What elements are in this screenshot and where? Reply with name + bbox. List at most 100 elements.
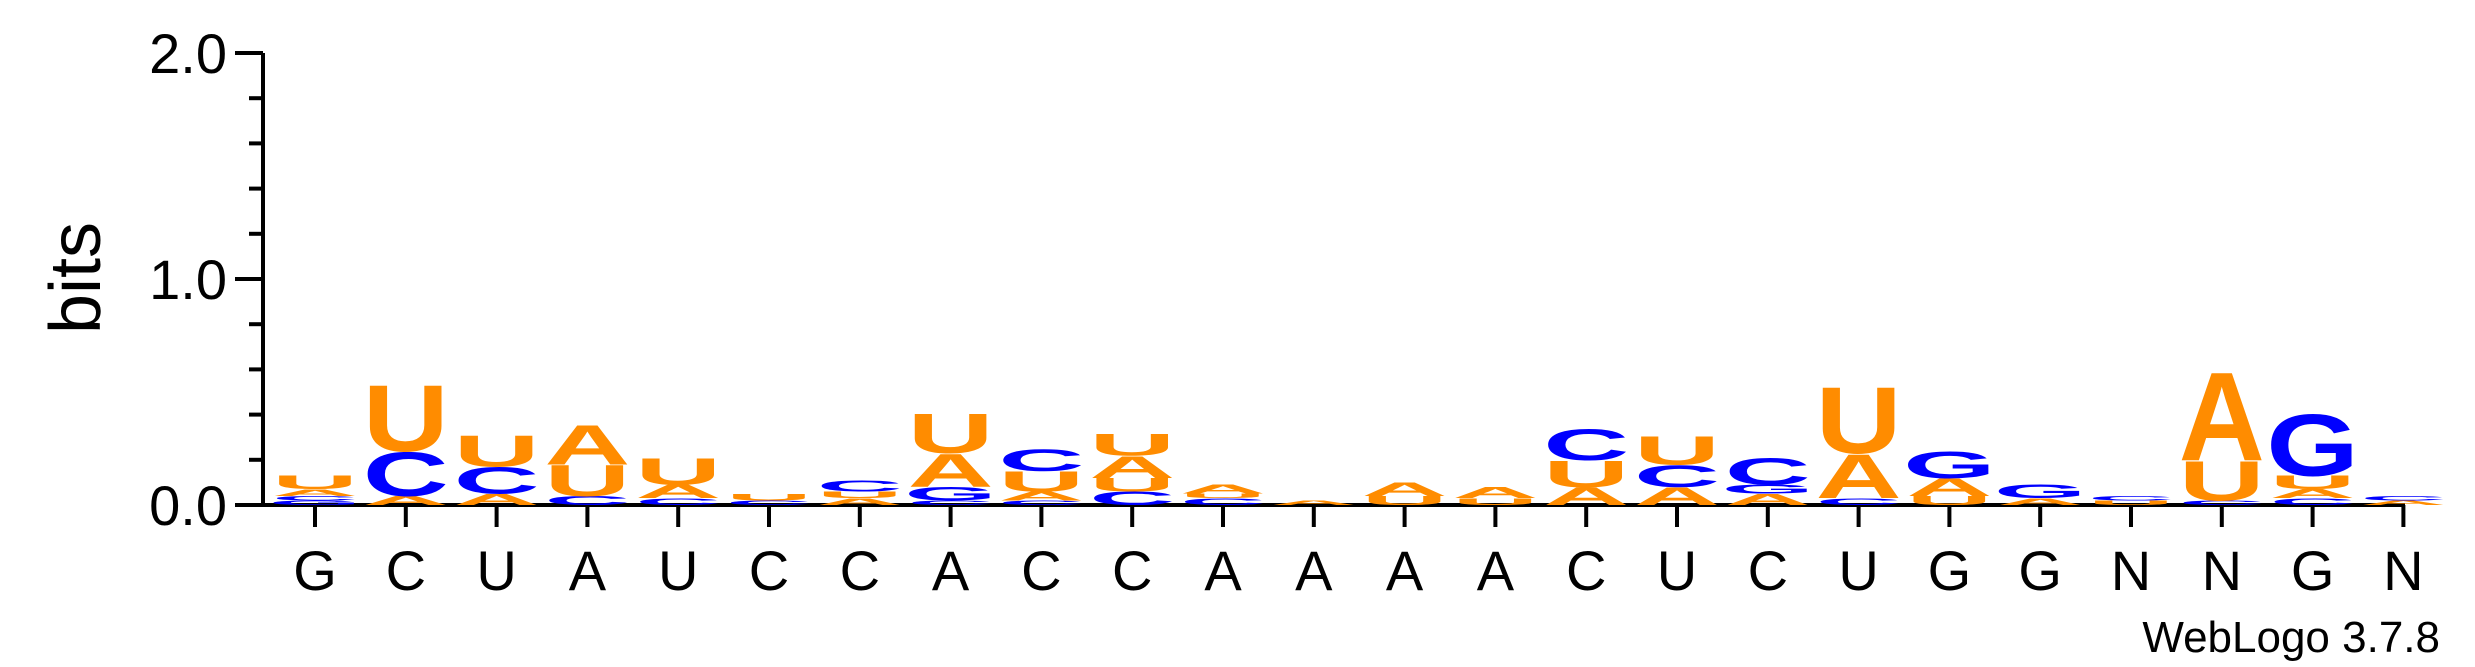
logo-column-6: CU: [726, 492, 812, 506]
logo-letter-c: C: [998, 443, 1084, 478]
logo-column-13: UA: [1362, 479, 1448, 508]
x-tick-label: N: [2202, 539, 2242, 602]
logo-letter-u: U: [1816, 368, 1902, 474]
logo-letter-c: C: [1543, 420, 1629, 469]
logo-letter-g: G: [1721, 482, 1814, 496]
logo-letter-u: U: [363, 365, 449, 471]
logo-letter-a: A: [1725, 491, 1811, 509]
logo-letter-c: C: [2360, 495, 2446, 502]
x-tick-label: G: [2018, 539, 2062, 602]
y-tick-label: 2.0: [149, 22, 227, 85]
logo-column-11: CUA: [1180, 482, 1266, 507]
logo-letter-a: A: [2360, 499, 2446, 506]
weblogo-credit: WebLogo 3.7.8: [2142, 613, 2440, 662]
x-tick-label: C: [749, 539, 789, 602]
x-tick-label: A: [1295, 539, 1333, 602]
x-tick-label: A: [1386, 539, 1424, 602]
logo-column-17: AGC: [1721, 450, 1814, 508]
logo-letter-a: A: [363, 494, 449, 508]
logo-letter-a: A: [1634, 482, 1720, 510]
logo-column-14: UA: [1452, 484, 1538, 507]
logo-column-16: ACU: [1634, 427, 1720, 511]
x-tick-label: A: [932, 539, 970, 602]
x-tick-label: G: [1928, 539, 1972, 602]
x-tick-label: C: [386, 539, 426, 602]
x-tick-label: G: [293, 539, 337, 602]
x-tick-label: U: [476, 539, 516, 602]
logo-letter-a: A: [1362, 479, 1448, 500]
x-tick-label: A: [1477, 539, 1515, 602]
logo-column-19: UAG: [1903, 444, 1996, 508]
logo-letter-c: C: [635, 496, 721, 507]
logo-column-3: ACU: [454, 427, 540, 508]
logo-letter-a: A: [2270, 487, 2356, 501]
logo-letter-c: C: [1634, 459, 1720, 494]
logo-letter-u: U: [635, 450, 721, 492]
logo-letter-u: U: [2179, 449, 2265, 512]
logo-letter-u: U: [908, 402, 994, 465]
x-tick-label: C: [1021, 539, 1061, 602]
logo-letter-u: U: [1089, 427, 1175, 462]
logo-column-24: AC: [2360, 495, 2446, 507]
x-tick-label: U: [658, 539, 698, 602]
logo-letter-a: A: [1543, 482, 1629, 510]
logo-letter-g: G: [904, 484, 997, 505]
logo-column-2: ACU: [363, 365, 449, 509]
logo-letter-u: U: [1452, 496, 1538, 507]
logo-column-4: CUA: [544, 413, 630, 508]
logo-column-15: AUC: [1543, 420, 1629, 510]
logo-letter-a: A: [454, 491, 540, 509]
logo-column-20: AG: [1994, 481, 2087, 507]
logo-letter-u: U: [1634, 427, 1720, 473]
logo-letter-c: C: [2179, 499, 2265, 506]
logo-letter-u: U: [544, 457, 630, 506]
logo-column-21: UC: [2088, 495, 2174, 507]
logo-letter-c: C: [817, 477, 903, 495]
logo-letter-u: U: [2270, 472, 2356, 493]
logo-letter-c: C: [2270, 496, 2356, 507]
logo-letter-a: A: [1816, 442, 1902, 512]
logo-letter-c: C: [544, 494, 630, 508]
x-tick-label: C: [1112, 539, 1152, 602]
logo-letter-a: A: [1997, 496, 2083, 507]
logo-letter-a: A: [1089, 450, 1175, 485]
x-tick-label: G: [2291, 539, 2335, 602]
logo-letter-u: U: [272, 472, 358, 493]
logo-letter-g: G: [1994, 481, 2087, 502]
logo-letter-g: G: [269, 499, 362, 506]
logo-letter-a: A: [817, 496, 903, 507]
x-tick-label: N: [2111, 539, 2151, 602]
logo-letter-u: U: [2088, 499, 2174, 506]
logo-letter-u: U: [1180, 493, 1266, 500]
logo-letter-c: C: [1725, 450, 1811, 492]
logo-letter-a: A: [1180, 482, 1266, 496]
logo-letter-u: U: [817, 490, 903, 501]
logo-letter-a: A: [2179, 347, 2265, 488]
logo-letter-c: C: [454, 459, 540, 501]
logo-letter-c: C: [1816, 496, 1902, 507]
logo-letter-a: A: [1906, 473, 1992, 501]
logo-letter-u: U: [1543, 453, 1629, 495]
logo-column-18: CAU: [1816, 368, 1902, 512]
logo-column-5: CAU: [635, 450, 721, 507]
logo-letter-u: U: [1089, 475, 1175, 496]
logo-column-22: CUA: [2179, 347, 2265, 513]
logo-letter-u: U: [454, 427, 540, 476]
logo-letter-a: A: [544, 413, 630, 476]
y-axis-label: bits: [36, 222, 116, 334]
logo-column-12: A: [1271, 499, 1357, 506]
logo-letter-c: C: [272, 495, 358, 502]
y-tick-label: 1.0: [149, 248, 227, 311]
logo-letter-a: A: [998, 489, 1084, 503]
y-tick-group: 0.01.02.0: [149, 22, 263, 537]
logo-letter-c: C: [908, 499, 994, 506]
logo-letter-u: U: [726, 492, 812, 503]
logo-letter-a: A: [635, 481, 721, 502]
logo-letter-a: A: [908, 445, 994, 498]
logo-letter-a: A: [1452, 484, 1538, 502]
